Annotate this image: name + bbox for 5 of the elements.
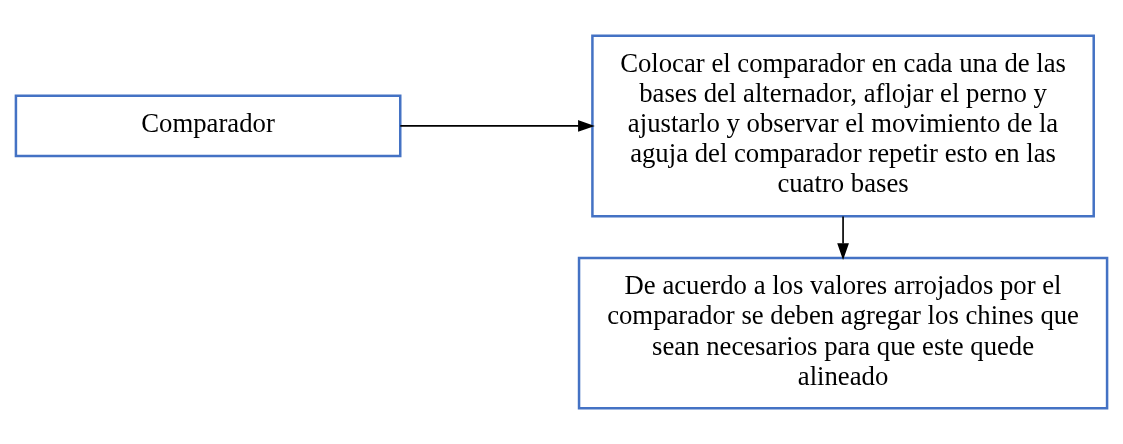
node-box: De acuerdo a los valores arrojados por el comparador se deben agregar los chines que sean necesarios para que este quede alineado	[577, 256, 1109, 410]
node-box: Comparador	[14, 94, 402, 158]
arrow	[399, 120, 595, 132]
node-box: Colocar el comparador en cada una de las bases del alternador, aflojar el perno y ajustarlo y observar el movimiento de la aguja del comparador repetir esto en las cuatro bases	[591, 34, 1095, 218]
arrow	[837, 215, 849, 261]
